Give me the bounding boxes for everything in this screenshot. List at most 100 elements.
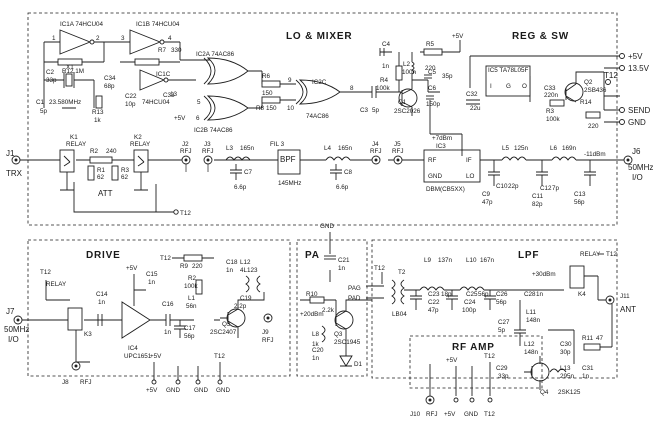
svg-text:R4: R4 xyxy=(380,77,389,84)
svg-text:2SC2407: 2SC2407 xyxy=(210,329,237,336)
svg-text:1n: 1n xyxy=(98,299,106,306)
svg-text:165n: 165n xyxy=(240,145,255,152)
lpf-title: LPF xyxy=(518,250,539,261)
ic5-regulator xyxy=(485,65,531,97)
svg-text:T12: T12 xyxy=(484,353,495,360)
k2-relay[interactable] xyxy=(133,149,149,173)
svg-text:47p: 47p xyxy=(482,199,493,206)
k1-relay[interactable] xyxy=(59,149,75,173)
svg-text:C6: C6 xyxy=(428,85,437,92)
svg-text:T12: T12 xyxy=(160,255,171,262)
svg-text:56p: 56p xyxy=(184,333,195,340)
svg-text:68p: 68p xyxy=(104,83,115,90)
svg-text:J1: J1 xyxy=(6,149,15,158)
svg-text:2: 2 xyxy=(96,35,100,42)
rail-13v5: 13.5V xyxy=(628,64,650,73)
svg-text:56n: 56n xyxy=(186,303,197,310)
pa-title: PA xyxy=(305,250,320,261)
k3-relay[interactable] xyxy=(67,307,83,331)
svg-text:5: 5 xyxy=(197,99,201,106)
svg-text:56p: 56p xyxy=(574,199,585,206)
svg-text:L3: L3 xyxy=(226,145,234,152)
r6-resistor xyxy=(261,80,281,88)
q1-transistor xyxy=(398,88,418,108)
svg-text:150p: 150p xyxy=(426,101,441,108)
svg-text:5p: 5p xyxy=(372,107,380,114)
svg-text:220: 220 xyxy=(425,65,436,72)
svg-text:FIL 3: FIL 3 xyxy=(270,141,285,148)
x1-crystal xyxy=(65,73,73,87)
svg-text:K4: K4 xyxy=(578,291,586,298)
drive-title: DRIVE xyxy=(86,250,121,261)
svg-text:C29: C29 xyxy=(496,365,508,372)
svg-text:C16: C16 xyxy=(162,301,174,308)
r1-att-resistor xyxy=(87,165,95,181)
svg-text:GND: GND xyxy=(428,173,442,180)
svg-text:100p: 100p xyxy=(462,307,477,314)
svg-text:10: 10 xyxy=(287,105,295,112)
svg-text:RELAY: RELAY xyxy=(580,251,601,258)
svg-text:GND: GND xyxy=(464,411,478,418)
svg-text:6.6p: 6.6p xyxy=(336,184,349,191)
svg-text:GND: GND xyxy=(320,223,334,230)
svg-text:22u: 22u xyxy=(470,105,481,112)
svg-text:C17: C17 xyxy=(184,325,196,332)
svg-text:330: 330 xyxy=(171,47,182,54)
svg-text:C1: C1 xyxy=(36,99,45,106)
svg-text:C33: C33 xyxy=(544,85,556,92)
svg-text:GND: GND xyxy=(216,387,230,394)
svg-text:100k: 100k xyxy=(376,85,391,92)
svg-text:2.2k: 2.2k xyxy=(322,307,335,314)
svg-text:+5V: +5V xyxy=(126,265,138,272)
svg-text:T12: T12 xyxy=(214,353,225,360)
svg-text:2.2p: 2.2p xyxy=(234,303,247,310)
svg-text:C4: C4 xyxy=(382,41,391,48)
svg-text:Q3: Q3 xyxy=(222,321,231,328)
svg-text:RFJ: RFJ xyxy=(370,148,382,155)
svg-text:220: 220 xyxy=(588,123,599,130)
svg-text:C34: C34 xyxy=(104,75,116,82)
svg-text:1n: 1n xyxy=(536,291,544,298)
svg-text:50MHz: 50MHz xyxy=(628,163,653,172)
svg-text:18p: 18p xyxy=(441,291,452,298)
svg-text:K1: K1 xyxy=(70,134,78,141)
ic1a-label: IC1A 74HCU04 xyxy=(60,21,104,28)
svg-text:3: 3 xyxy=(121,35,125,42)
svg-text:+5V: +5V xyxy=(150,353,162,360)
svg-text:C19: C19 xyxy=(240,295,252,302)
svg-text:150: 150 xyxy=(266,105,277,112)
svg-text:C15: C15 xyxy=(146,271,158,278)
svg-text:4L123: 4L123 xyxy=(240,267,258,274)
svg-text:1n: 1n xyxy=(148,279,156,286)
svg-text:7p: 7p xyxy=(552,185,560,192)
svg-text:56p: 56p xyxy=(478,291,489,298)
k4-relay[interactable] xyxy=(569,265,585,289)
svg-text:IC4: IC4 xyxy=(128,345,138,352)
svg-text:RFJ: RFJ xyxy=(80,379,92,386)
svg-text:LB04: LB04 xyxy=(392,311,407,318)
svg-text:1n: 1n xyxy=(582,373,590,380)
q4-rf-amp-fet xyxy=(530,362,550,382)
svg-text:L8: L8 xyxy=(312,331,320,338)
lo-mixer-title: LO & MIXER xyxy=(286,31,352,42)
r7-resistor xyxy=(134,58,160,66)
ic2a-xor xyxy=(206,57,249,85)
svg-text:R1: R1 xyxy=(97,167,106,174)
svg-text:IC3: IC3 xyxy=(436,143,446,150)
svg-text:G: G xyxy=(506,83,511,90)
svg-text:5p: 5p xyxy=(40,108,48,115)
svg-text:C22: C22 xyxy=(428,299,440,306)
svg-text:100n: 100n xyxy=(402,69,417,76)
svg-text:13: 13 xyxy=(170,91,178,98)
svg-text:56p: 56p xyxy=(496,299,507,306)
svg-text:R9: R9 xyxy=(180,263,189,270)
svg-text:C32: C32 xyxy=(466,91,478,98)
svg-text:IC5 TA78L05F: IC5 TA78L05F xyxy=(488,67,529,74)
r11-resistor xyxy=(583,343,601,351)
svg-text:T12: T12 xyxy=(40,269,51,276)
svg-text:R5: R5 xyxy=(426,41,435,48)
svg-text:1: 1 xyxy=(52,35,56,42)
svg-text:C28: C28 xyxy=(524,291,536,298)
supply-terminals[interactable] xyxy=(604,53,625,125)
svg-text:L6: L6 xyxy=(550,145,558,152)
